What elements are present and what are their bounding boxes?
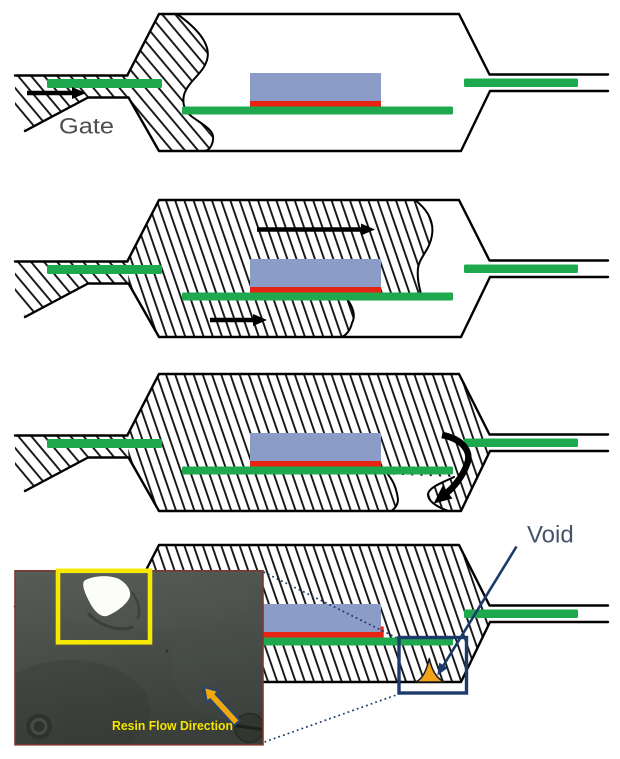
stage-4-mold-cross-section — [13, 543, 610, 695]
void-callout-box — [397, 635, 469, 695]
stage-3-mold-cross-section — [13, 372, 610, 513]
screw-left — [26, 713, 52, 740]
resin-flow-direction-arrow — [203, 686, 241, 727]
pocket-left-front-curve — [387, 473, 400, 512]
callout-line-top — [263, 571, 399, 640]
void-pointer-arrow — [437, 545, 518, 676]
void-shape — [414, 657, 446, 683]
void-callouts: Void — [263, 522, 574, 743]
void-in-photo — [83, 576, 131, 617]
void-highlight-box — [55, 568, 153, 645]
gate-label: Gate — [59, 114, 114, 139]
photo-speck — [165, 649, 169, 653]
smudge-streak — [130, 591, 141, 620]
callout-line-bottom — [264, 693, 400, 743]
inset-photo: Resin Flow Direction — [14, 568, 264, 746]
smudge-arc — [86, 611, 134, 631]
upper-flow-front-curve — [414, 199, 434, 295]
pocket-right-front-curve — [427, 476, 455, 512]
void-label: Void — [527, 522, 574, 549]
photo-content: Resin Flow Direction — [15, 570, 263, 745]
die-attach-fillet — [380, 626, 384, 638]
lower-flow-front-curve — [341, 298, 355, 338]
air-entrapment-curved-arrow — [433, 431, 472, 504]
photo-highlight — [170, 600, 263, 720]
stage-1-mold-cross-section: Gate — [13, 12, 610, 153]
stage-2-mold-cross-section — [13, 198, 610, 339]
photo-caption: Resin Flow Direction — [112, 718, 233, 733]
screw-slot — [234, 723, 263, 732]
trapped-air-pocket — [388, 474, 454, 511]
screw-left-detail — [30, 718, 48, 735]
